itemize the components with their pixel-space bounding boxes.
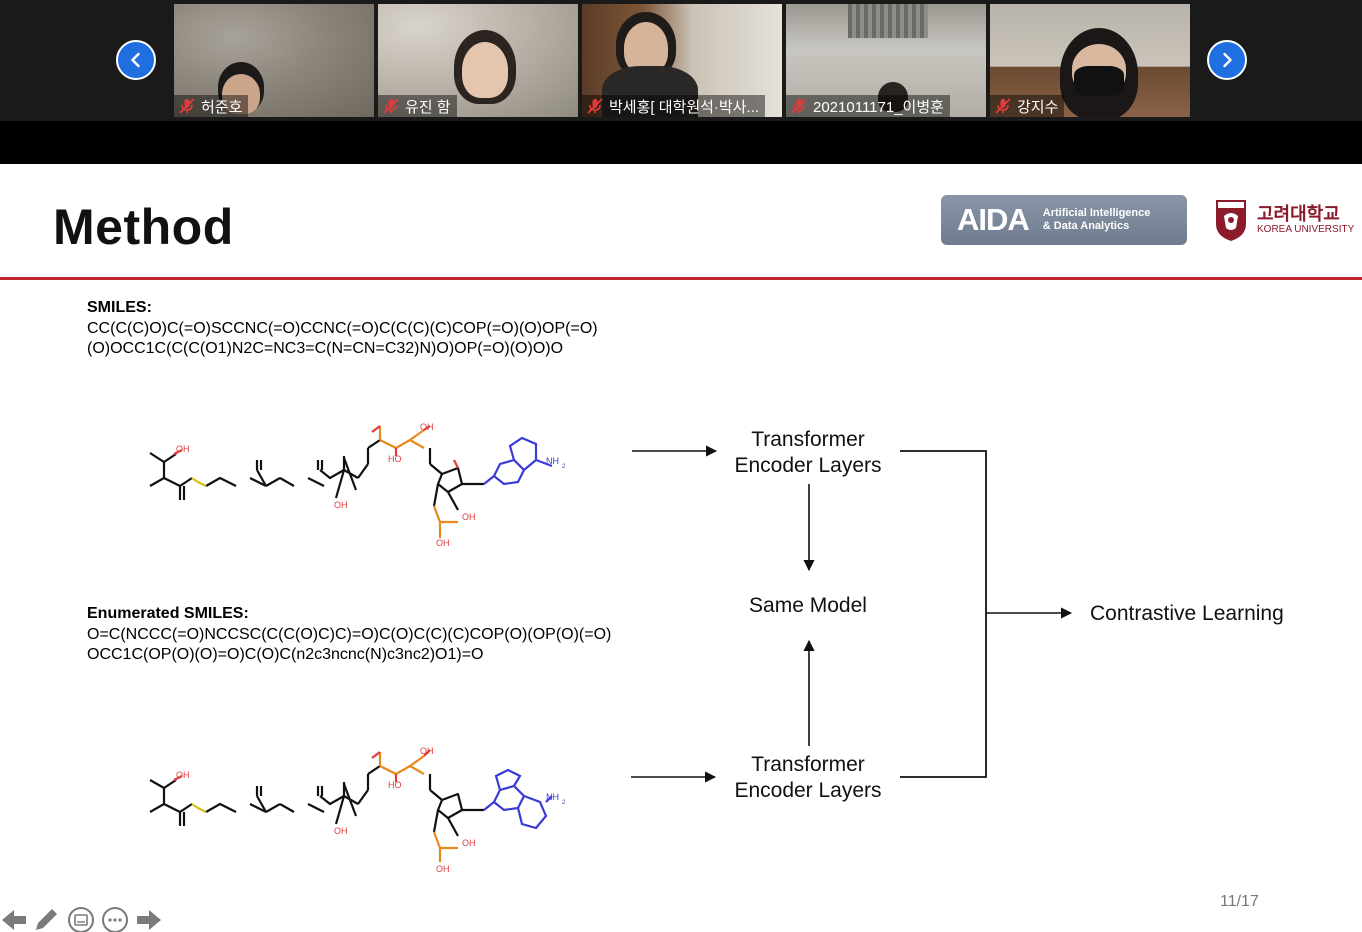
chevron-right-icon[interactable] bbox=[1207, 40, 1247, 80]
participant-name: 허준호 bbox=[201, 98, 243, 116]
arrow-left-icon[interactable] bbox=[0, 904, 28, 932]
atom-label: OH bbox=[436, 538, 450, 548]
atom-label: OH bbox=[334, 826, 348, 836]
korea-university-logo: 고려대학교 KOREA UNIVERSITY bbox=[1214, 198, 1354, 242]
participant-name-bar: 박세홍[ 대학원석·박사... bbox=[582, 95, 766, 117]
video-strip: 허준호 유진 함 박세홍[ 대학원석·박사... 2021011171_이병훈 bbox=[0, 0, 1362, 121]
participant-face bbox=[624, 22, 668, 74]
ceiling-vent bbox=[848, 4, 928, 38]
merge-bracket bbox=[900, 450, 987, 778]
mic-muted-icon bbox=[995, 98, 1011, 114]
atom-label: HO bbox=[388, 454, 402, 464]
participant-tile[interactable]: 강지수 bbox=[990, 4, 1190, 117]
arrow-right-icon[interactable] bbox=[135, 904, 163, 932]
atom-label: HO bbox=[388, 780, 402, 790]
participant-face bbox=[462, 42, 508, 98]
label-line: Transformer bbox=[751, 753, 865, 776]
molecule-structure-image: OH OH HO OH OH OH OH NH 2 bbox=[149, 422, 566, 548]
same-model-label: Same Model bbox=[749, 594, 867, 617]
atom-label: 2 bbox=[562, 464, 566, 470]
chevron-left-icon[interactable] bbox=[116, 40, 156, 80]
aida-logo-subtitle: Artificial Intelligence & Data Analytics bbox=[1043, 207, 1151, 233]
atom-label: OH bbox=[462, 838, 476, 848]
aida-line-2: & Data Analytics bbox=[1042, 220, 1130, 232]
encoder-layers-bottom-label: Transformer Encoder Layers bbox=[718, 752, 898, 804]
aida-logo-mark: AIDA bbox=[957, 202, 1030, 237]
participant-name: 2021011171_이병훈 bbox=[813, 98, 944, 116]
participant-name: 유진 함 bbox=[405, 98, 451, 116]
contrastive-learning-label: Contrastive Learning bbox=[1090, 602, 1284, 625]
atom-label: 2 bbox=[562, 800, 566, 806]
participant-tile[interactable]: 2021011171_이병훈 bbox=[786, 4, 986, 117]
participant-mask bbox=[1074, 66, 1124, 96]
aida-logo: AIDA Artificial Intelligence & Data Anal… bbox=[941, 195, 1187, 245]
share-separator bbox=[0, 121, 1362, 164]
subtitle-icon[interactable] bbox=[67, 904, 95, 932]
atom-label: OH bbox=[176, 444, 190, 454]
atom-label: NH bbox=[546, 456, 559, 466]
participant-name: 박세홍[ 대학원석·박사... bbox=[609, 98, 760, 116]
smiles-line: OCC1C(OP(O)(O)=O)C(O)C(n2c3ncnc(N)c3nc2)… bbox=[87, 646, 484, 663]
ku-korean-name: 고려대학교 bbox=[1257, 204, 1340, 224]
mic-muted-icon bbox=[383, 98, 399, 114]
pen-icon[interactable] bbox=[32, 904, 60, 932]
smiles-line: O=C(NCCC(=O)NCCSC(C(C(O)C)C)=O)C(O)C(C)(… bbox=[87, 625, 612, 643]
encoder-layers-top-label: Transformer Encoder Layers bbox=[718, 427, 898, 479]
atom-label: OH bbox=[420, 422, 434, 432]
participant-name-bar: 강지수 bbox=[990, 95, 1065, 117]
korea-university-wordmark: 고려대학교 KOREA UNIVERSITY bbox=[1257, 204, 1354, 236]
ku-english-name: KOREA UNIVERSITY bbox=[1257, 224, 1355, 235]
atom-label: OH bbox=[334, 500, 348, 510]
participant-tile[interactable]: 허준호 bbox=[174, 4, 374, 117]
atom-label: OH bbox=[462, 512, 476, 522]
atom-label: OH bbox=[176, 770, 190, 780]
participant-tile[interactable]: 박세홍[ 대학원석·박사... bbox=[582, 4, 782, 117]
slide-page-number: 11/17 bbox=[1220, 893, 1259, 910]
label-line: Encoder Layers bbox=[734, 454, 882, 477]
mic-muted-icon bbox=[179, 98, 195, 114]
participant-head bbox=[878, 82, 908, 112]
participant-name-bar: 유진 함 bbox=[378, 95, 457, 117]
participant-face bbox=[222, 74, 260, 114]
atom-label: NH bbox=[546, 792, 559, 802]
atom-label: OH bbox=[420, 746, 434, 756]
smiles-text-block: SMILES: CC(C(C)O)C(=O)SCCNC(=O)CCNC(=O)C… bbox=[87, 298, 598, 360]
participant-name-bar: 허준호 bbox=[174, 95, 249, 117]
enumerated-smiles-label: Enumerated SMILES: bbox=[87, 605, 249, 622]
participant-name: 강지수 bbox=[1017, 98, 1059, 116]
slideshow-controls bbox=[0, 904, 170, 932]
participant-tile[interactable]: 유진 함 bbox=[378, 4, 578, 117]
participant-body bbox=[602, 66, 698, 117]
label-line: Encoder Layers bbox=[734, 779, 882, 802]
smiles-label: SMILES: bbox=[87, 299, 152, 316]
smiles-line: (O)OCC1C(C(C(O1)N2C=NC3=C(N=CN=C32)N)O)O… bbox=[87, 340, 564, 357]
smiles-line: CC(C(C)O)C(=O)SCCNC(=O)CCNC(=O)C(C(C)(C)… bbox=[87, 319, 598, 337]
participant-name-bar: 2021011171_이병훈 bbox=[786, 95, 950, 117]
video-feed bbox=[174, 4, 374, 117]
mic-muted-icon bbox=[587, 98, 603, 114]
more-icon[interactable] bbox=[101, 904, 129, 932]
mic-muted-icon bbox=[791, 98, 807, 114]
slide-title: Method bbox=[53, 199, 234, 255]
atom-label: OH bbox=[436, 864, 450, 872]
label-line: Transformer bbox=[751, 428, 865, 451]
korea-university-emblem-icon bbox=[1216, 200, 1246, 241]
title-divider bbox=[0, 277, 1362, 280]
enumerated-smiles-text-block: Enumerated SMILES: O=C(NCCC(=O)NCCSC(C(C… bbox=[87, 604, 611, 666]
molecule-structure-image: OH OH HO OH OH OH NH 2 bbox=[149, 746, 566, 872]
aida-line-1: Artificial Intelligence bbox=[1042, 207, 1151, 219]
